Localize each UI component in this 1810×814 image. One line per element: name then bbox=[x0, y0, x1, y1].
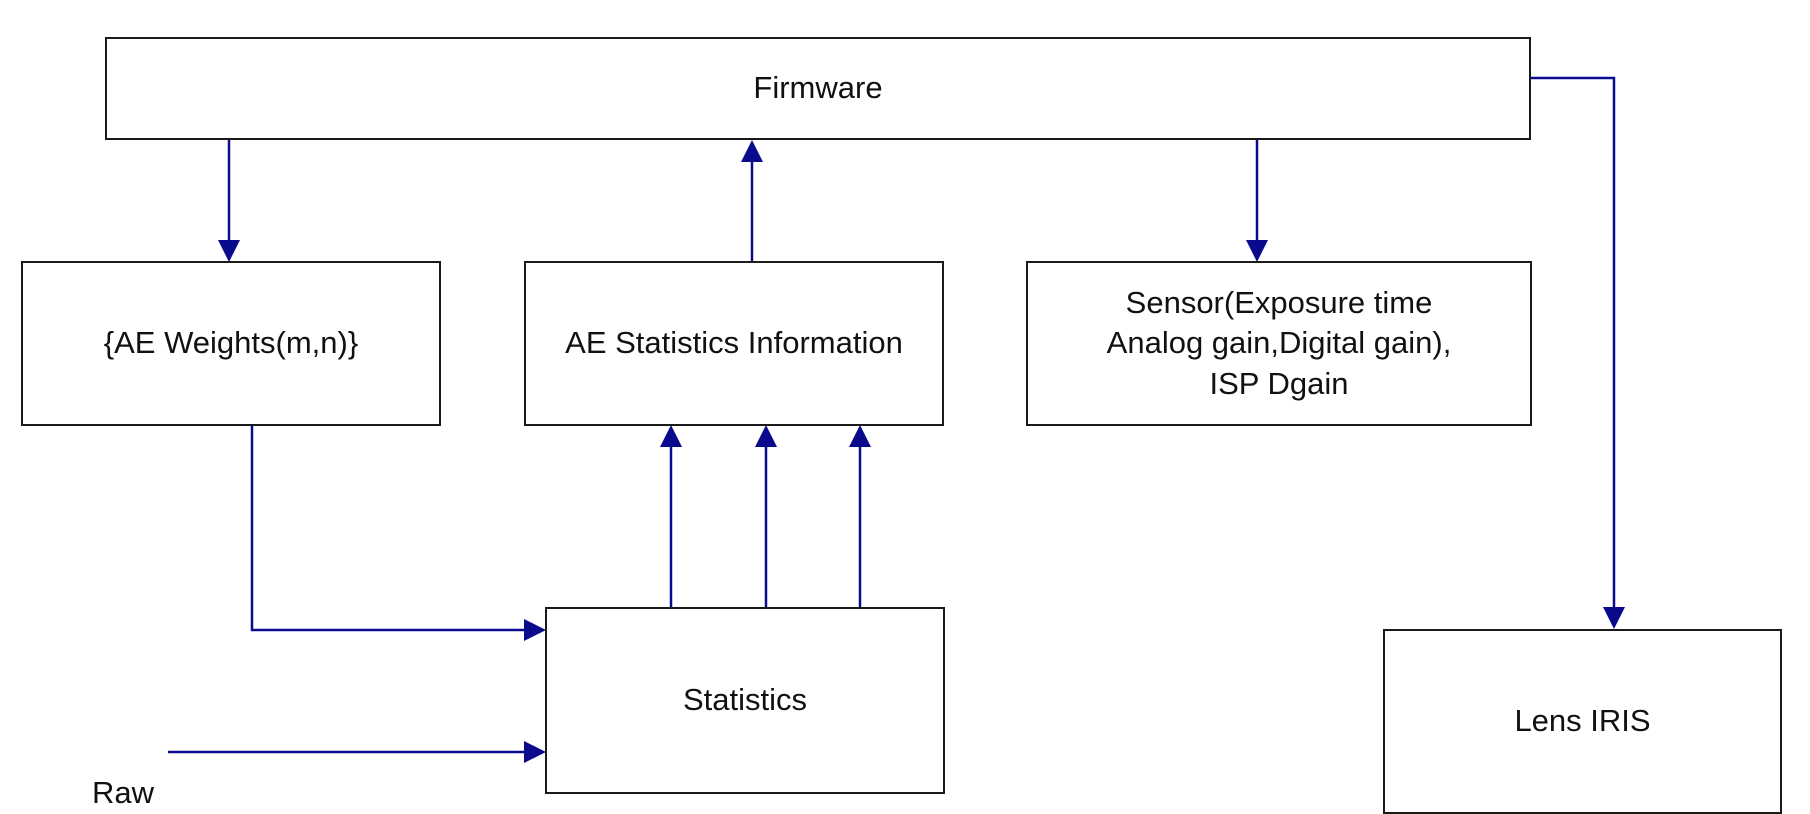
arrowhead-ae-stats-1 bbox=[660, 425, 682, 447]
arrowhead-ae-stats-2 bbox=[755, 425, 777, 447]
arrowhead-statistics-bottom bbox=[524, 741, 546, 763]
ae-statistics-information-box: AE Statistics Information bbox=[524, 261, 944, 426]
sensor-label-line-3: ISP Dgain bbox=[1209, 365, 1349, 401]
statistics-box: Statistics bbox=[545, 607, 945, 794]
ae-weights-label: {AE Weights(m,n)} bbox=[103, 325, 359, 361]
arrowhead-statistics-top bbox=[524, 619, 546, 641]
arrowhead-ae-weights bbox=[218, 240, 240, 262]
arrow-firmware-to-lens-iris bbox=[1531, 76, 1616, 611]
ae-weights-box: {AE Weights(m,n)} bbox=[21, 261, 441, 426]
arrowhead-sensor bbox=[1246, 240, 1268, 262]
connectors bbox=[168, 76, 1625, 763]
firmware-box: Firmware bbox=[105, 37, 1531, 140]
arrowhead-firmware bbox=[741, 140, 763, 162]
arrow-ae-weights-to-statistics bbox=[250, 425, 528, 632]
raw-input-label: Raw bbox=[92, 775, 155, 810]
firmware-label: Firmware bbox=[753, 70, 883, 106]
sensor-label-line-2: Analog gain,Digital gain), bbox=[1106, 325, 1452, 361]
statistics-label: Statistics bbox=[682, 682, 808, 718]
sensor-box: Sensor(Exposure time Analog gain,Digital… bbox=[1026, 261, 1532, 426]
sensor-label-line-1: Sensor(Exposure time bbox=[1125, 285, 1433, 321]
ae-statistics-information-label: AE Statistics Information bbox=[565, 325, 903, 361]
lens-iris-label: Lens IRIS bbox=[1514, 703, 1651, 739]
arrowhead-ae-stats-3 bbox=[849, 425, 871, 447]
arrowhead-lens-iris bbox=[1603, 607, 1625, 629]
lens-iris-box: Lens IRIS bbox=[1383, 629, 1782, 814]
